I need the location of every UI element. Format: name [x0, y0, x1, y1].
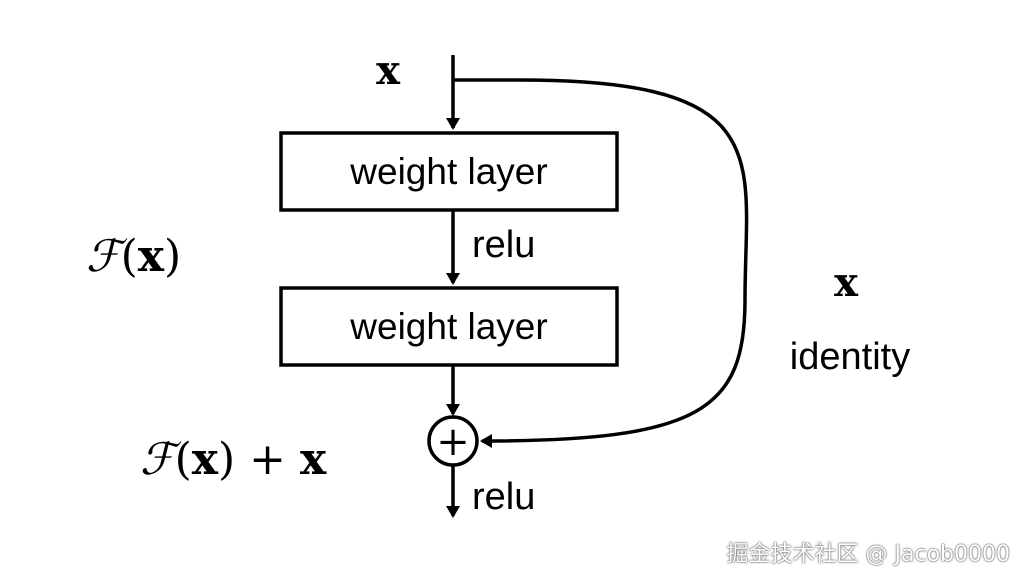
open-paren: (: [175, 434, 192, 485]
weight-layer-1-box: [279, 131, 619, 212]
weight-layer-2-label: weight layer: [349, 306, 547, 347]
input-x-label: x: [376, 47, 401, 94]
close-paren: ): [218, 434, 235, 485]
identity-label: identity: [790, 336, 910, 378]
var-x: x: [138, 231, 165, 282]
shortcut-x-label: x: [834, 259, 859, 306]
close-paren: ): [164, 231, 181, 282]
var-x: x: [192, 434, 219, 485]
residual-function-label: ℱ(x): [86, 231, 181, 282]
relu-2-label: relu: [472, 476, 535, 518]
open-paren: (: [121, 231, 138, 282]
svg-text:ℱ(x)+x: ℱ(x)+x: [140, 434, 327, 485]
watermark-text: 掘金技术社区 @ Jacob0000: [726, 542, 1010, 567]
weight-layer-2-box: [279, 286, 619, 367]
addition-symbol: +: [436, 419, 470, 465]
relu-1-label: relu: [472, 224, 535, 266]
var-x-2: x: [300, 434, 327, 485]
weight-layer-1-label: weight layer: [349, 151, 547, 192]
plus-sign: +: [249, 434, 286, 485]
identity-shortcut-arrow: [453, 78, 749, 448]
svg-text:ℱ(x): ℱ(x): [86, 231, 181, 282]
sum-label: ℱ(x)+x: [140, 434, 327, 485]
